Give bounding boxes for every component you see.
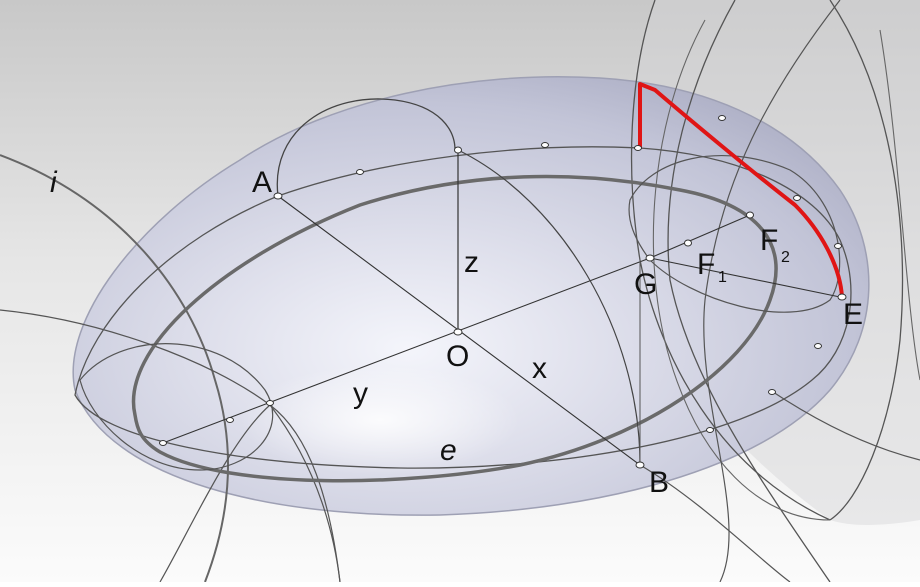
surface-highlight <box>240 365 520 475</box>
ellipse-e <box>131 174 778 483</box>
plane-edge-right <box>829 0 904 521</box>
label-z: z <box>464 246 479 279</box>
point-g <box>645 254 655 262</box>
line-lower-right-2 <box>639 464 791 583</box>
curve-left-section <box>0 309 341 583</box>
points <box>159 115 847 469</box>
point-arc-6 <box>834 243 842 249</box>
plane-curve-5 <box>879 29 920 381</box>
left-section-ellipse <box>79 343 274 471</box>
point-o <box>453 328 463 336</box>
label-a: A <box>252 166 272 199</box>
point-f1 <box>684 239 692 247</box>
axis-y <box>162 257 651 444</box>
meridian-arc <box>457 149 641 466</box>
line-lower-right <box>769 389 920 461</box>
segment-g-e <box>649 257 841 298</box>
point-arc-3 <box>634 145 642 151</box>
label-f1: F <box>697 248 715 281</box>
plane-inner-curve <box>652 19 831 521</box>
label-f2: F <box>760 224 778 257</box>
point-a <box>273 192 283 200</box>
point-arc-7 <box>814 343 822 349</box>
label-f2-sub: 2 <box>781 249 790 266</box>
label-b: B <box>649 466 669 499</box>
segment-g-f2 <box>649 214 751 259</box>
point-arc-5 <box>793 195 801 201</box>
label-o: O <box>446 340 469 373</box>
point-arc-9 <box>706 427 714 433</box>
point-arc-1 <box>356 169 364 175</box>
point-arc-8 <box>768 389 776 395</box>
plane-curve-4 <box>703 0 841 583</box>
curve-left-lower-2 <box>269 404 341 583</box>
point-arc-4 <box>718 115 726 121</box>
point-b <box>635 461 645 469</box>
highlight-curve <box>638 82 844 298</box>
label-f1-sub: 1 <box>718 269 727 286</box>
point-f2 <box>746 211 754 219</box>
arc-a-top <box>276 98 456 197</box>
point-left-1 <box>266 400 274 406</box>
curve-left-lower <box>159 404 271 583</box>
point-left-3 <box>159 440 167 446</box>
label-y: y <box>353 377 368 410</box>
label-e-point: E <box>843 298 863 331</box>
label-i: i <box>50 166 58 199</box>
point-z-top <box>454 146 462 154</box>
label-e: e <box>440 434 457 467</box>
label-x: x <box>532 352 547 385</box>
point-e <box>837 293 847 301</box>
plane-edge-mid <box>667 0 831 583</box>
point-arc-2 <box>541 142 549 148</box>
point-left-2 <box>226 417 234 423</box>
label-g: G <box>634 268 657 301</box>
curve-i <box>0 154 230 583</box>
